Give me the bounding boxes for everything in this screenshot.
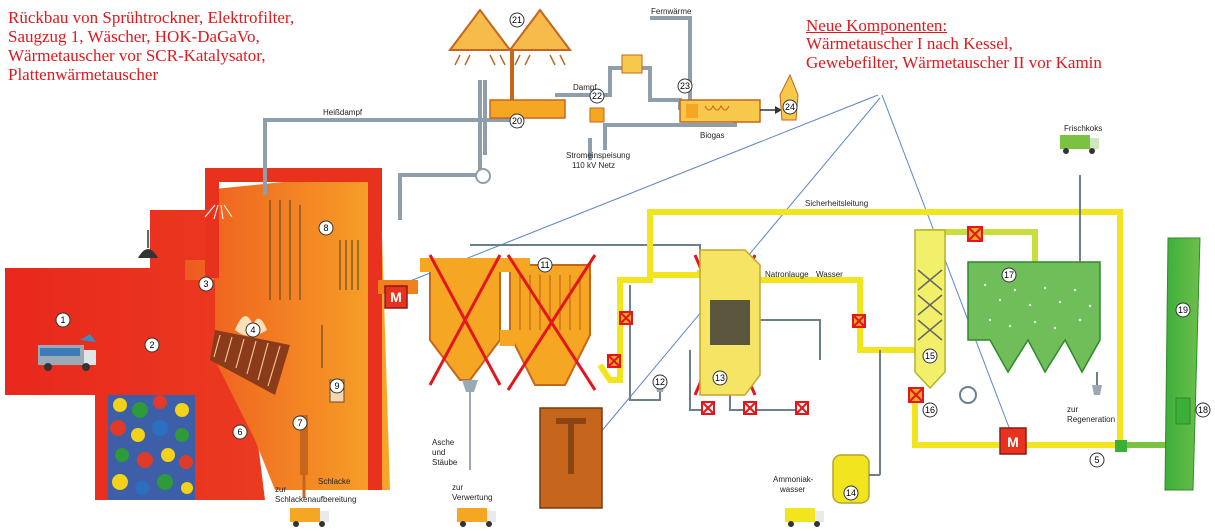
callout-2: 2 (145, 338, 159, 352)
label-ammoniak-wasser: wasser (779, 485, 806, 494)
callout-18: 18 (1196, 403, 1210, 417)
callout-5: 5 (1090, 453, 1104, 467)
fan (960, 387, 976, 403)
label-stromeinspeisung: Stromeinspeisung (566, 151, 630, 160)
callout-19: 19 (1176, 303, 1190, 317)
biogas-unit (680, 100, 782, 122)
svg-text:2: 2 (149, 340, 154, 350)
junction (1115, 440, 1127, 452)
label-verwertung: Verwertung (452, 493, 492, 502)
truck-verwertung (457, 508, 496, 527)
spray-dryer-and-electrofilter (420, 258, 590, 385)
svg-text:15: 15 (925, 351, 935, 361)
svg-text:19: 19 (1178, 305, 1188, 315)
fabric-filter (540, 408, 602, 508)
label-und: und (432, 448, 445, 457)
callout-12: 12 (653, 375, 667, 389)
svg-text:17: 17 (1004, 270, 1014, 280)
svg-text:24: 24 (785, 102, 795, 112)
hx1-label: M (390, 289, 402, 305)
svg-text:23: 23 (680, 81, 690, 91)
callout-14: 14 (844, 486, 858, 500)
label-natronlauge: Natronlauge (765, 270, 809, 279)
callout-6: 6 (233, 425, 247, 439)
callout-23: 23 (678, 79, 692, 93)
label-dampf: Dampf (573, 83, 597, 92)
main-stack (1165, 238, 1200, 490)
label-asche: Asche (432, 438, 455, 447)
svg-text:9: 9 (334, 381, 339, 391)
callout-15: 15 (923, 349, 937, 363)
air-cooled-condenser (450, 10, 570, 100)
district-heating-exchanger (622, 55, 642, 73)
svg-text:8: 8 (323, 223, 328, 233)
callout-8: 8 (319, 221, 333, 235)
svg-text:21: 21 (512, 15, 522, 25)
label-wasser: Wasser (816, 270, 843, 279)
label-netz: 110 kV Netz (572, 161, 615, 170)
svg-text:6: 6 (237, 427, 242, 437)
label-schlackenaufbereitung: Schlackenaufbereitung (275, 495, 356, 504)
label-frischkoks: Frischkoks (1064, 124, 1102, 133)
label-biogas: Biogas (700, 131, 724, 140)
callout-9: 9 (330, 379, 344, 393)
label-zur-regeneration: zur (1067, 405, 1078, 414)
callout-24: 24 (783, 100, 797, 114)
callout-3: 3 (199, 277, 213, 291)
svg-text:20: 20 (512, 116, 522, 126)
label-ammoniak: Ammoniak- (773, 475, 814, 484)
label-fernwaerme: Fernwärme (651, 7, 692, 16)
svg-text:22: 22 (592, 91, 602, 101)
truck-frischkoks (1060, 135, 1099, 154)
label-staeube: Stäube (432, 458, 458, 467)
svg-text:18: 18 (1198, 405, 1208, 415)
label-sicherheitsleitung: Sicherheitsleitung (805, 199, 868, 208)
svg-text:1: 1 (60, 315, 65, 325)
svg-text:5: 5 (1094, 455, 1099, 465)
callout-16: 16 (923, 403, 937, 417)
callout-4: 4 (246, 323, 260, 337)
callout-21: 21 (510, 13, 524, 27)
callout-11: 11 (538, 258, 552, 272)
svg-text:11: 11 (540, 260, 549, 270)
svg-text:3: 3 (203, 279, 208, 289)
steam-valve (476, 169, 490, 183)
callout-13: 13 (713, 371, 727, 385)
svg-text:4: 4 (250, 325, 255, 335)
svg-text:16: 16 (925, 405, 935, 415)
callout-20: 20 (510, 114, 524, 128)
hx2-label: M (1007, 434, 1019, 450)
callout-7: 7 (293, 416, 307, 430)
callout-17: 17 (1002, 268, 1016, 282)
truck-ammoniak (785, 508, 824, 527)
svg-text:12: 12 (655, 377, 665, 387)
scr-reactor (915, 230, 945, 388)
truck-schlacke (290, 508, 329, 527)
svg-text:7: 7 (297, 418, 302, 428)
callout-1: 1 (56, 313, 70, 327)
svg-text:14: 14 (846, 488, 856, 498)
label-zur-verwertung: zur (452, 483, 463, 492)
label-schlacke: Schlacke (318, 477, 351, 486)
ammonia-tank (833, 350, 880, 503)
activated-coke-filter (968, 175, 1102, 395)
label-heissdampf: Heißdampf (323, 108, 363, 117)
label-regeneration: Regeneration (1067, 415, 1115, 424)
generator (590, 108, 604, 122)
scrubber (700, 250, 760, 395)
turbine-generator (490, 100, 565, 118)
label-zur-schlacken: zur (275, 485, 286, 494)
svg-text:13: 13 (715, 373, 725, 383)
